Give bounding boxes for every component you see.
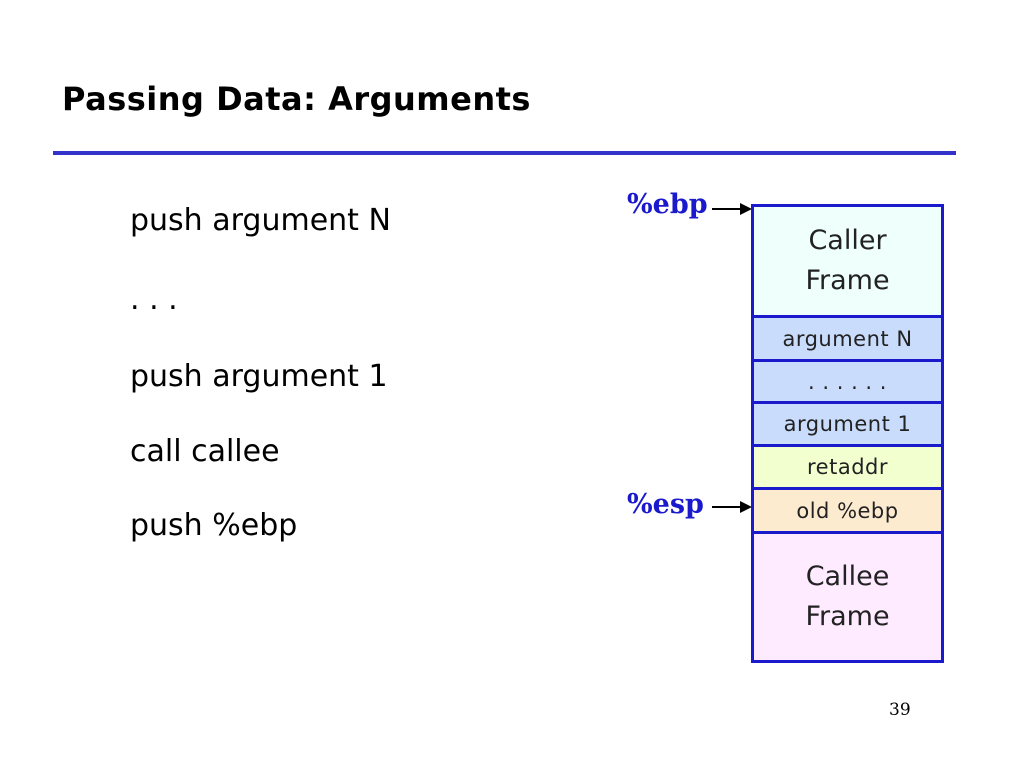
slide-title: Passing Data: Arguments bbox=[62, 80, 531, 118]
callee-frame-line-1: Callee bbox=[805, 561, 890, 592]
code-line-push-argument-n: push argument N bbox=[130, 203, 391, 238]
code-line-push-argument-1: push argument 1 bbox=[130, 359, 388, 394]
code-line-ellipsis: . . . bbox=[130, 282, 178, 317]
esp-pointer-arrow bbox=[712, 506, 742, 508]
argument-1-cell: argument 1 bbox=[754, 404, 941, 444]
ebp-arrowhead-icon bbox=[740, 203, 752, 215]
retaddr-cell: retaddr bbox=[754, 447, 941, 487]
caller-frame-line-2: Frame bbox=[805, 265, 890, 296]
old-ebp-cell: old %ebp bbox=[754, 490, 941, 531]
argument-dots-label: . . . . . . bbox=[808, 369, 887, 394]
argument-1-label: argument 1 bbox=[783, 412, 912, 436]
ebp-pointer-arrow bbox=[712, 208, 742, 210]
callee-frame-line-2: Frame bbox=[805, 601, 890, 632]
page-number: 39 bbox=[889, 700, 911, 720]
argument-dots-cell: . . . . . . bbox=[754, 362, 941, 401]
stack-diagram: Caller Frame argument N . . . . . . argu… bbox=[751, 204, 944, 663]
argument-n-cell: argument N bbox=[754, 318, 941, 359]
title-divider bbox=[53, 151, 956, 155]
code-line-push-ebp: push %ebp bbox=[130, 508, 298, 543]
esp-register-label: %esp bbox=[627, 489, 704, 520]
old-ebp-label: old %ebp bbox=[796, 498, 899, 523]
ebp-register-label: %ebp bbox=[627, 189, 708, 220]
argument-n-label: argument N bbox=[782, 326, 913, 351]
esp-arrowhead-icon bbox=[740, 501, 752, 513]
callee-frame-cell: Callee Frame bbox=[754, 534, 941, 660]
code-line-call-callee: call callee bbox=[130, 434, 280, 469]
retaddr-label: retaddr bbox=[807, 455, 888, 479]
caller-frame-line-1: Caller bbox=[808, 225, 887, 256]
caller-frame-cell: Caller Frame bbox=[754, 207, 941, 315]
